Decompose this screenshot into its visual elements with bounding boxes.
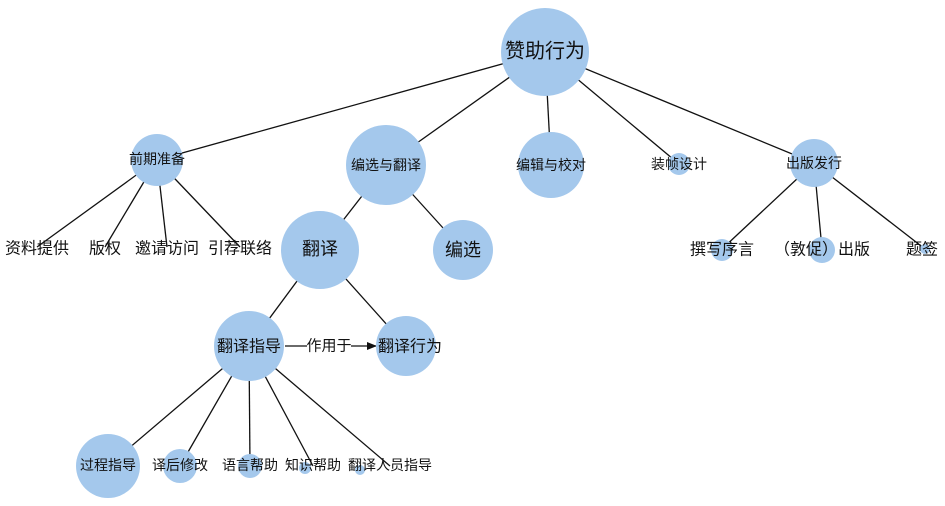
node-binding bbox=[668, 153, 690, 175]
label-urge: （敦促）出版 bbox=[774, 240, 870, 259]
node-urge bbox=[809, 237, 835, 263]
label-knowledge: 知识帮助 bbox=[285, 457, 341, 474]
label-postedit: 译后修改 bbox=[152, 458, 208, 474]
node-language bbox=[238, 454, 262, 478]
node-prep bbox=[131, 134, 183, 186]
label-root: 赞助行为 bbox=[505, 39, 585, 63]
node-behavior bbox=[376, 316, 436, 376]
node-process bbox=[76, 434, 140, 498]
label-inscription: 题签 bbox=[906, 240, 938, 259]
node-guidance bbox=[214, 311, 284, 381]
label-invite: 邀请访问 bbox=[135, 239, 199, 258]
label-select: 编选 bbox=[445, 240, 481, 261]
label-contact: 引荐联络 bbox=[208, 239, 272, 258]
node-staff bbox=[355, 465, 365, 475]
node-translate bbox=[281, 211, 359, 289]
label-publish: 出版发行 bbox=[786, 156, 842, 172]
label-translate: 翻译 bbox=[302, 239, 338, 260]
label-select-translate: 编选与翻译 bbox=[351, 158, 421, 174]
node-edit-proof bbox=[518, 132, 584, 198]
label-staff: 翻译人员指导 bbox=[348, 458, 432, 474]
label-copyright: 版权 bbox=[89, 239, 121, 258]
node-postedit bbox=[163, 449, 197, 483]
label-binding: 装帧设计 bbox=[651, 157, 707, 173]
node-select-translate bbox=[346, 125, 426, 205]
label-language: 语言帮助 bbox=[222, 458, 278, 474]
node-knowledge bbox=[299, 462, 311, 474]
edge-root-publish bbox=[544, 51, 815, 164]
label-preface: 撰写序言 bbox=[690, 240, 754, 259]
nodes bbox=[76, 8, 930, 498]
edge-root-prep bbox=[156, 51, 546, 161]
node-root bbox=[501, 8, 589, 96]
labels: 赞助行为 前期准备 编选与翻译 编辑与校对 装帧设计 出版发行 资料提供 版权 … bbox=[5, 39, 938, 475]
label-process: 过程指导 bbox=[80, 458, 136, 474]
node-inscription bbox=[920, 244, 930, 254]
label-materials: 资料提供 bbox=[5, 239, 69, 258]
label-relation: 作用于 bbox=[306, 337, 351, 355]
node-publish bbox=[790, 139, 838, 187]
label-edit-proof: 编辑与校对 bbox=[516, 157, 586, 174]
label-prep: 前期准备 bbox=[129, 151, 185, 168]
label-behavior: 翻译行为 bbox=[378, 337, 442, 356]
node-select bbox=[433, 220, 493, 280]
label-guidance: 翻译指导 bbox=[217, 337, 281, 356]
node-preface bbox=[711, 239, 733, 261]
